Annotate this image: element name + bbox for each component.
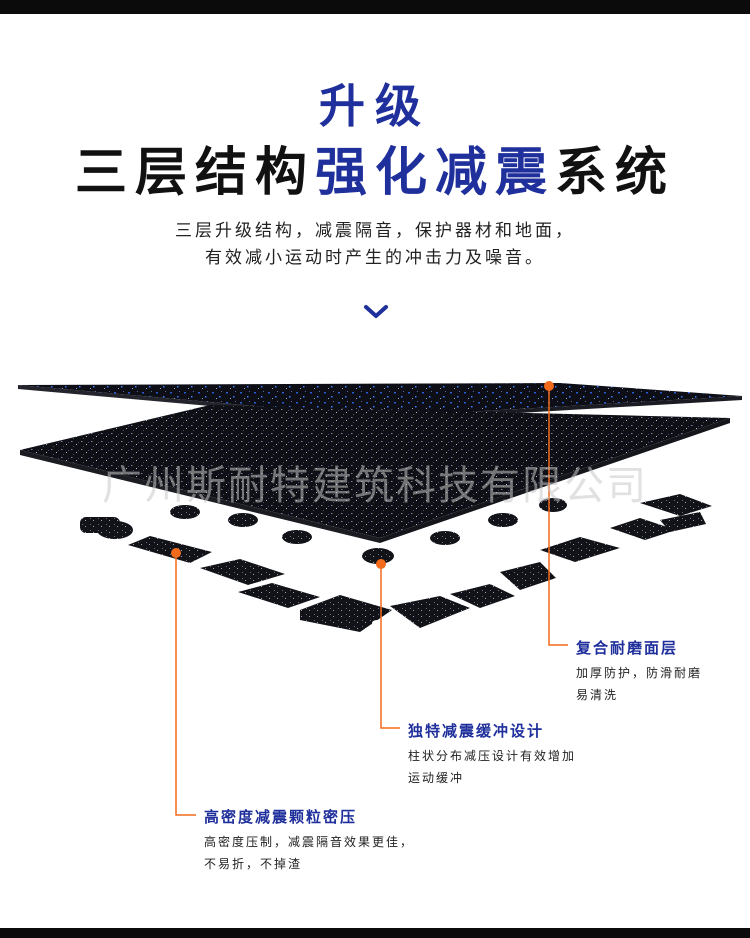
mat-layers-illustration [18, 381, 742, 816]
callout-high-density: 高密度减震颗粒密压 高密度压制，减震隔音效果更佳， 不易折，不掉渣 [204, 806, 464, 875]
callout-line: 不易折，不掉渣 [204, 857, 303, 871]
heading-line2: 三层结构强化减震系统 [0, 130, 750, 205]
bottom-bar [0, 928, 750, 938]
callout-title: 独特减震缓冲设计 [408, 722, 545, 740]
callout-line: 柱状分布减压设计有效增加 [408, 749, 577, 763]
description-line2: 有效减小运动时产生的冲击力及噪音。 [205, 248, 545, 268]
callout-line: 高密度压制，减震隔音效果更佳， [204, 835, 415, 849]
callout-line: 易清洗 [576, 688, 619, 702]
description-line1: 三层升级结构，减震隔音，保护器材和地面， [175, 221, 575, 241]
callout-title: 高密度减震颗粒密压 [204, 808, 358, 826]
callout-text: 加厚防护，防滑耐磨 易清洗 [576, 662, 746, 706]
bottom-pillars [80, 494, 712, 632]
callout-surface-layer: 复合耐磨面层 加厚防护，防滑耐磨 易清洗 [576, 637, 746, 706]
top-bar [0, 0, 750, 14]
watermark-text: 广州斯耐特建筑科技有限公司 [102, 463, 648, 509]
callout-line: 加厚防护，防滑耐磨 [576, 666, 703, 680]
middle-layer [20, 405, 730, 543]
heading-line2-pre: 三层结构 [74, 143, 315, 203]
callout-text: 高密度压制，减震隔音效果更佳， 不易折，不掉渣 [204, 831, 464, 875]
heading-line1: 升级 [319, 79, 431, 133]
heading-line2-accent: 强化减震 [314, 143, 555, 203]
callout-line: 运动缓冲 [408, 771, 465, 785]
callout-text: 柱状分布减压设计有效增加 运动缓冲 [408, 745, 648, 789]
callout-title: 复合耐磨面层 [576, 639, 679, 657]
chevron-down-icon [364, 305, 388, 318]
callout-cushion-design: 独特减震缓冲设计 柱状分布减压设计有效增加 运动缓冲 [408, 720, 648, 789]
leader-dots [171, 381, 554, 569]
pillar-hole [372, 620, 382, 626]
heading-line2-post: 系统 [555, 143, 676, 203]
leader-lines [175, 386, 568, 816]
